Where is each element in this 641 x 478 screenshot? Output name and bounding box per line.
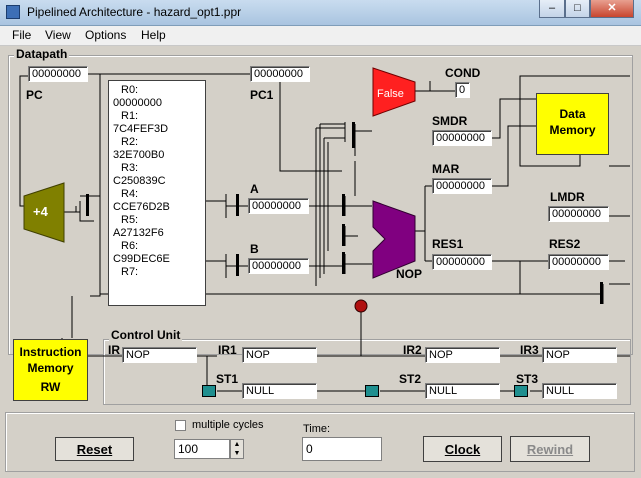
title-bar: Pipelined Architecture - hazard_opt1.ppr… bbox=[0, 0, 641, 26]
st3-register: NULL bbox=[542, 383, 617, 399]
window-title: Pipelined Architecture - hazard_opt1.ppr bbox=[27, 5, 242, 19]
st1-label: ST1 bbox=[216, 372, 239, 386]
menu-help[interactable]: Help bbox=[141, 28, 166, 42]
pc-register: 00000000 bbox=[28, 66, 88, 82]
adder-label: +4 bbox=[33, 204, 48, 219]
st2-indicator bbox=[365, 385, 379, 397]
register-file-line: R1: bbox=[121, 110, 139, 122]
register-file-line: R6: bbox=[121, 240, 139, 252]
maximize-button[interactable]: □ bbox=[565, 0, 590, 18]
st1-indicator bbox=[202, 385, 216, 397]
multiple-cycles-checkbox[interactable] bbox=[175, 420, 186, 431]
instruction-memory-line3: RW bbox=[40, 380, 61, 394]
minimize-button[interactable]: – bbox=[539, 0, 565, 18]
spin-down-icon: ▼ bbox=[233, 450, 241, 457]
menu-view[interactable]: View bbox=[45, 28, 71, 42]
rewind-button[interactable]: Rewind bbox=[510, 436, 590, 462]
cycles-input[interactable]: 100 bbox=[174, 439, 230, 459]
data-memory: Data Memory bbox=[536, 93, 609, 155]
cond-label: COND bbox=[445, 66, 481, 80]
menu-file[interactable]: File bbox=[12, 28, 32, 42]
register-file-line: 7C4FEF3D bbox=[113, 123, 169, 135]
mar-label: MAR bbox=[432, 162, 460, 176]
st2-register: NULL bbox=[425, 383, 500, 399]
ir3-register: NOP bbox=[542, 347, 617, 363]
register-file-line: R4: bbox=[121, 188, 139, 200]
lmdr-register: 00000000 bbox=[548, 206, 609, 222]
res1-label: RES1 bbox=[432, 237, 464, 251]
register-file-line: CCE76D2B bbox=[113, 201, 170, 213]
st3-label: ST3 bbox=[516, 372, 539, 386]
ir1-register: NOP bbox=[242, 347, 317, 363]
reset-button[interactable]: Reset bbox=[55, 437, 134, 461]
st2-label: ST2 bbox=[399, 372, 422, 386]
pc-label: PC bbox=[26, 88, 43, 102]
b-label: B bbox=[250, 242, 259, 256]
pc1-label: PC1 bbox=[250, 88, 274, 102]
data-memory-line1: Data bbox=[559, 107, 586, 121]
a-register: 00000000 bbox=[248, 198, 309, 214]
menu-bar: File View Options Help bbox=[0, 26, 641, 46]
pc1-register: 00000000 bbox=[250, 66, 310, 82]
simulation-controls bbox=[5, 412, 635, 472]
register-file: R0: 00000000 R1: 7C4FEF3D R2: 32E700B0 R… bbox=[108, 80, 206, 306]
ir2-register: NOP bbox=[425, 347, 500, 363]
res2-register: 00000000 bbox=[548, 254, 609, 270]
ir3-label: IR3 bbox=[520, 343, 539, 357]
st3-indicator bbox=[514, 385, 528, 397]
cond-register: 0 bbox=[455, 82, 470, 98]
datapath-group-label: Datapath bbox=[14, 47, 70, 61]
instruction-memory-line2: Memory bbox=[27, 361, 74, 375]
st1-register: NULL bbox=[242, 383, 317, 399]
ir-label: IR bbox=[108, 343, 120, 357]
register-file-line: R3: bbox=[121, 162, 139, 174]
register-file-line: R7: bbox=[121, 266, 139, 278]
ir2-label: IR2 bbox=[403, 343, 422, 357]
instruction-memory-line1: Instruction bbox=[19, 345, 82, 359]
register-file-line: 32E700B0 bbox=[113, 149, 165, 161]
spin-up-icon: ▲ bbox=[233, 441, 241, 448]
b-register: 00000000 bbox=[248, 258, 309, 274]
control-unit-group bbox=[103, 339, 631, 405]
register-file-line: C250839C bbox=[113, 175, 166, 187]
register-file-line: R2: bbox=[121, 136, 139, 148]
register-file-line: C99DEC6E bbox=[113, 253, 170, 265]
time-field: 0 bbox=[302, 437, 382, 461]
register-file-line: R5: bbox=[121, 214, 139, 226]
app-icon bbox=[6, 5, 20, 19]
lmdr-label: LMDR bbox=[550, 190, 585, 204]
wiring-diagram bbox=[19, 67, 630, 392]
alu-label: NOP bbox=[396, 267, 423, 281]
time-label: Time: bbox=[303, 423, 331, 435]
ir-register: NOP bbox=[122, 347, 197, 363]
smdr-register: 00000000 bbox=[432, 130, 492, 146]
close-icon: ✕ bbox=[607, 2, 617, 14]
res2-label: RES2 bbox=[549, 237, 581, 251]
data-memory-line2: Memory bbox=[549, 123, 596, 137]
ir1-label: IR1 bbox=[218, 343, 237, 357]
maximize-icon: □ bbox=[574, 2, 581, 14]
res1-register: 00000000 bbox=[432, 254, 492, 270]
register-file-line: R0: bbox=[121, 84, 139, 96]
close-button[interactable]: ✕ bbox=[590, 0, 634, 18]
cycles-spinner[interactable]: ▲ ▼ bbox=[230, 439, 244, 459]
main-canvas: Datapath Control Unit bbox=[0, 46, 641, 478]
menu-options[interactable]: Options bbox=[85, 28, 127, 42]
minimize-icon: – bbox=[548, 2, 556, 14]
multiple-cycles-label: multiple cycles bbox=[192, 419, 264, 431]
instruction-memory: Instruction Memory RW bbox=[13, 339, 88, 401]
register-file-line: A27132F6 bbox=[113, 227, 164, 239]
clock-button[interactable]: Clock bbox=[423, 436, 502, 462]
control-unit-group-label: Control Unit bbox=[109, 328, 183, 342]
register-file-line: 00000000 bbox=[113, 97, 162, 109]
comparator-label: False bbox=[377, 88, 404, 100]
smdr-label: SMDR bbox=[432, 114, 468, 128]
datapath-group bbox=[8, 55, 633, 355]
mar-register: 00000000 bbox=[432, 178, 492, 194]
a-label: A bbox=[250, 182, 259, 196]
